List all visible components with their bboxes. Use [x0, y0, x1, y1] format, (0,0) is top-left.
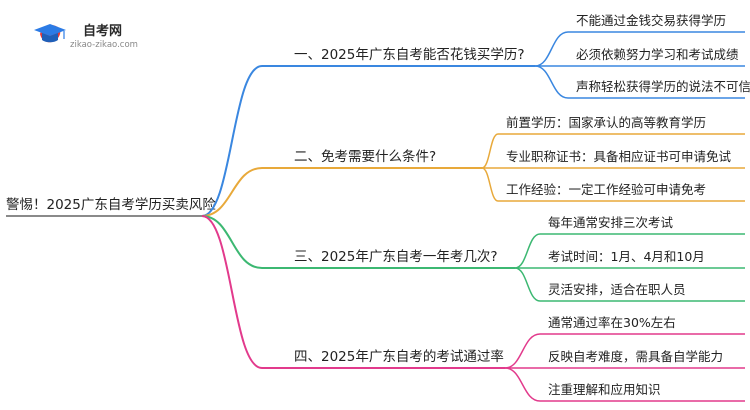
branch-connector [201, 167, 263, 217]
leaf-connector [504, 367, 541, 402]
leaf-label: 工作经验：一定工作经验可申请免考 [506, 182, 706, 197]
root-topic: 警惕！2025广东自考学历买卖风险 [6, 197, 216, 213]
leaf-label: 考试时间：1月、4月和10月 [548, 249, 705, 264]
branch-label: 二、免考需要什么条件? [294, 148, 436, 165]
branch-connector [201, 215, 263, 369]
leaf-connector [481, 167, 499, 202]
leaf-label: 通常通过率在30%左右 [548, 315, 676, 330]
leaf-connector [514, 267, 541, 302]
branches-layer: 一、2025年广东自考能否花钱买学历? 不能通过金钱交易获得学历必须依赖努力学习和… [201, 13, 750, 402]
leaf-connector [481, 133, 499, 169]
leaf-label: 不能通过金钱交易获得学历 [576, 13, 726, 28]
branch-label: 三、2025年广东自考一年考几次? [294, 249, 498, 265]
branch-label: 一、2025年广东自考能否花钱买学历? [294, 47, 525, 63]
leaf-label: 专业职称证书：具备相应证书可申请免试 [506, 149, 732, 164]
branch-1: 一、2025年广东自考能否花钱买学历? 不能通过金钱交易获得学历必须依赖努力学习和… [201, 13, 750, 217]
leaf-label: 灵活安排，适合在职人员 [548, 282, 686, 297]
leaf-label: 必须依赖努力学习和考试成绩 [576, 47, 739, 62]
logo-domain: zikao-zikao.com [70, 40, 138, 50]
logo: 自考网 zikao-zikao.com [34, 23, 138, 50]
branch-2: 二、免考需要什么条件? 前置学历：国家承认的高等教育学历专业职称证书：具备相应证书… [201, 115, 745, 217]
leaf-connector [534, 31, 569, 67]
leaf-label: 注重理解和应用知识 [548, 382, 661, 397]
leaf-label: 前置学历：国家承认的高等教育学历 [506, 115, 706, 130]
logo-name: 自考网 [83, 23, 122, 39]
branch-label: 四、2025年广东自考的考试通过率 [294, 348, 504, 365]
branch-3: 三、2025年广东自考一年考几次? 每年通常安排三次考试考试时间：1月、4月和10… [201, 215, 745, 302]
leaf-label: 反映自考难度，需具备自学能力 [548, 349, 723, 364]
branch-4: 四、2025年广东自考的考试通过率 通常通过率在30%左右反映自考难度，需具备自学… [201, 215, 745, 402]
branch-connector [201, 215, 263, 269]
leaf-label: 每年通常安排三次考试 [548, 215, 674, 230]
leaf-connector [504, 333, 541, 369]
leaf-connector [514, 233, 541, 269]
graduation-cap-icon [34, 24, 66, 43]
leaf-label: 声称轻松获得学历的说法不可信 [576, 79, 750, 94]
branch-connector [201, 65, 263, 217]
leaf-connector [534, 65, 569, 99]
